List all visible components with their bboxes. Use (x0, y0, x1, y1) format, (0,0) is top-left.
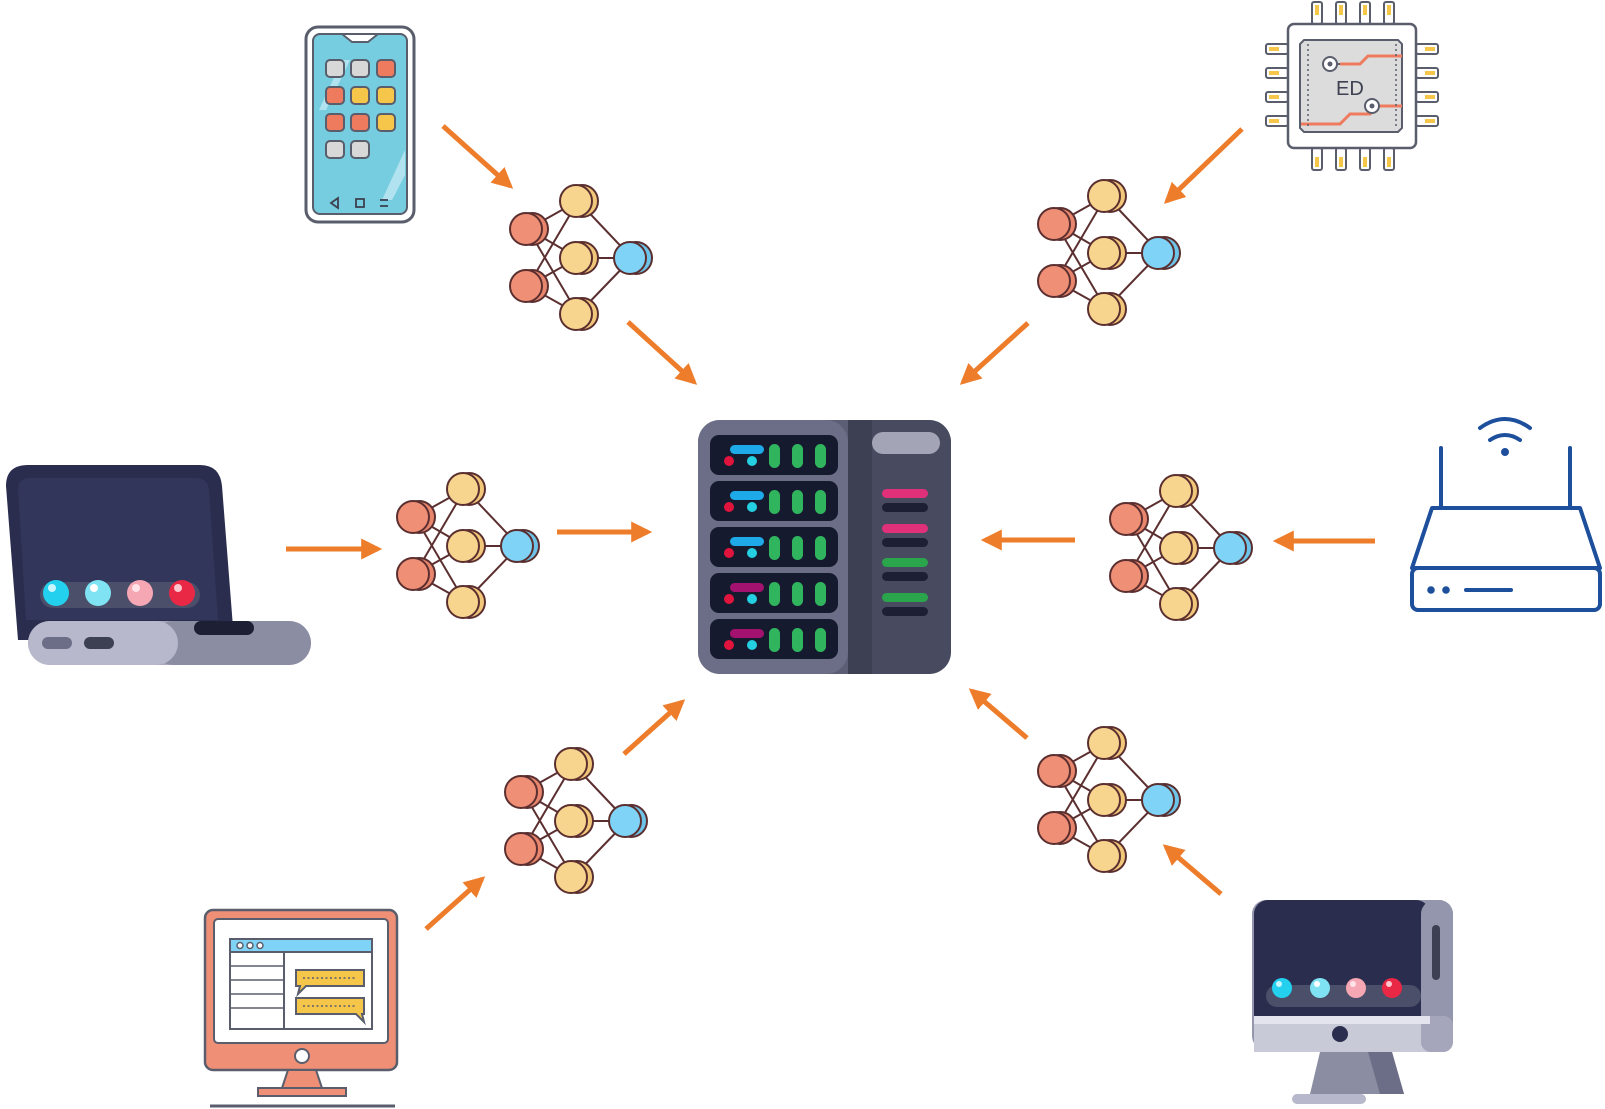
arrow-model-to-server (968, 688, 1029, 740)
arrow-imac-to-model (1162, 844, 1223, 896)
local-model-3 (396, 472, 540, 619)
laptop-icon (6, 465, 311, 665)
chip-label: ED (1336, 78, 1364, 100)
router-icon (1410, 417, 1602, 612)
local-model-5 (504, 747, 648, 894)
arrow-chip-to-model (1163, 127, 1244, 204)
arrows (286, 124, 1375, 931)
local-model-1 (509, 184, 653, 331)
local-model-6 (1037, 726, 1181, 873)
desktop-monitor-icon (203, 908, 399, 1108)
server-icon (698, 420, 951, 674)
arrow-model-to-server (626, 320, 698, 385)
arrow-model-to-server (959, 321, 1030, 385)
arrow-phone-to-model (441, 124, 514, 189)
arrow-model-to-server (622, 699, 686, 756)
chip-icon: ED (1265, 1, 1439, 171)
local-model-2 (1037, 179, 1181, 326)
imac-icon (1252, 900, 1453, 1104)
smartphone-icon (304, 25, 416, 224)
arrow-monitor-to-model (424, 876, 486, 931)
local-model-4 (1109, 474, 1253, 621)
